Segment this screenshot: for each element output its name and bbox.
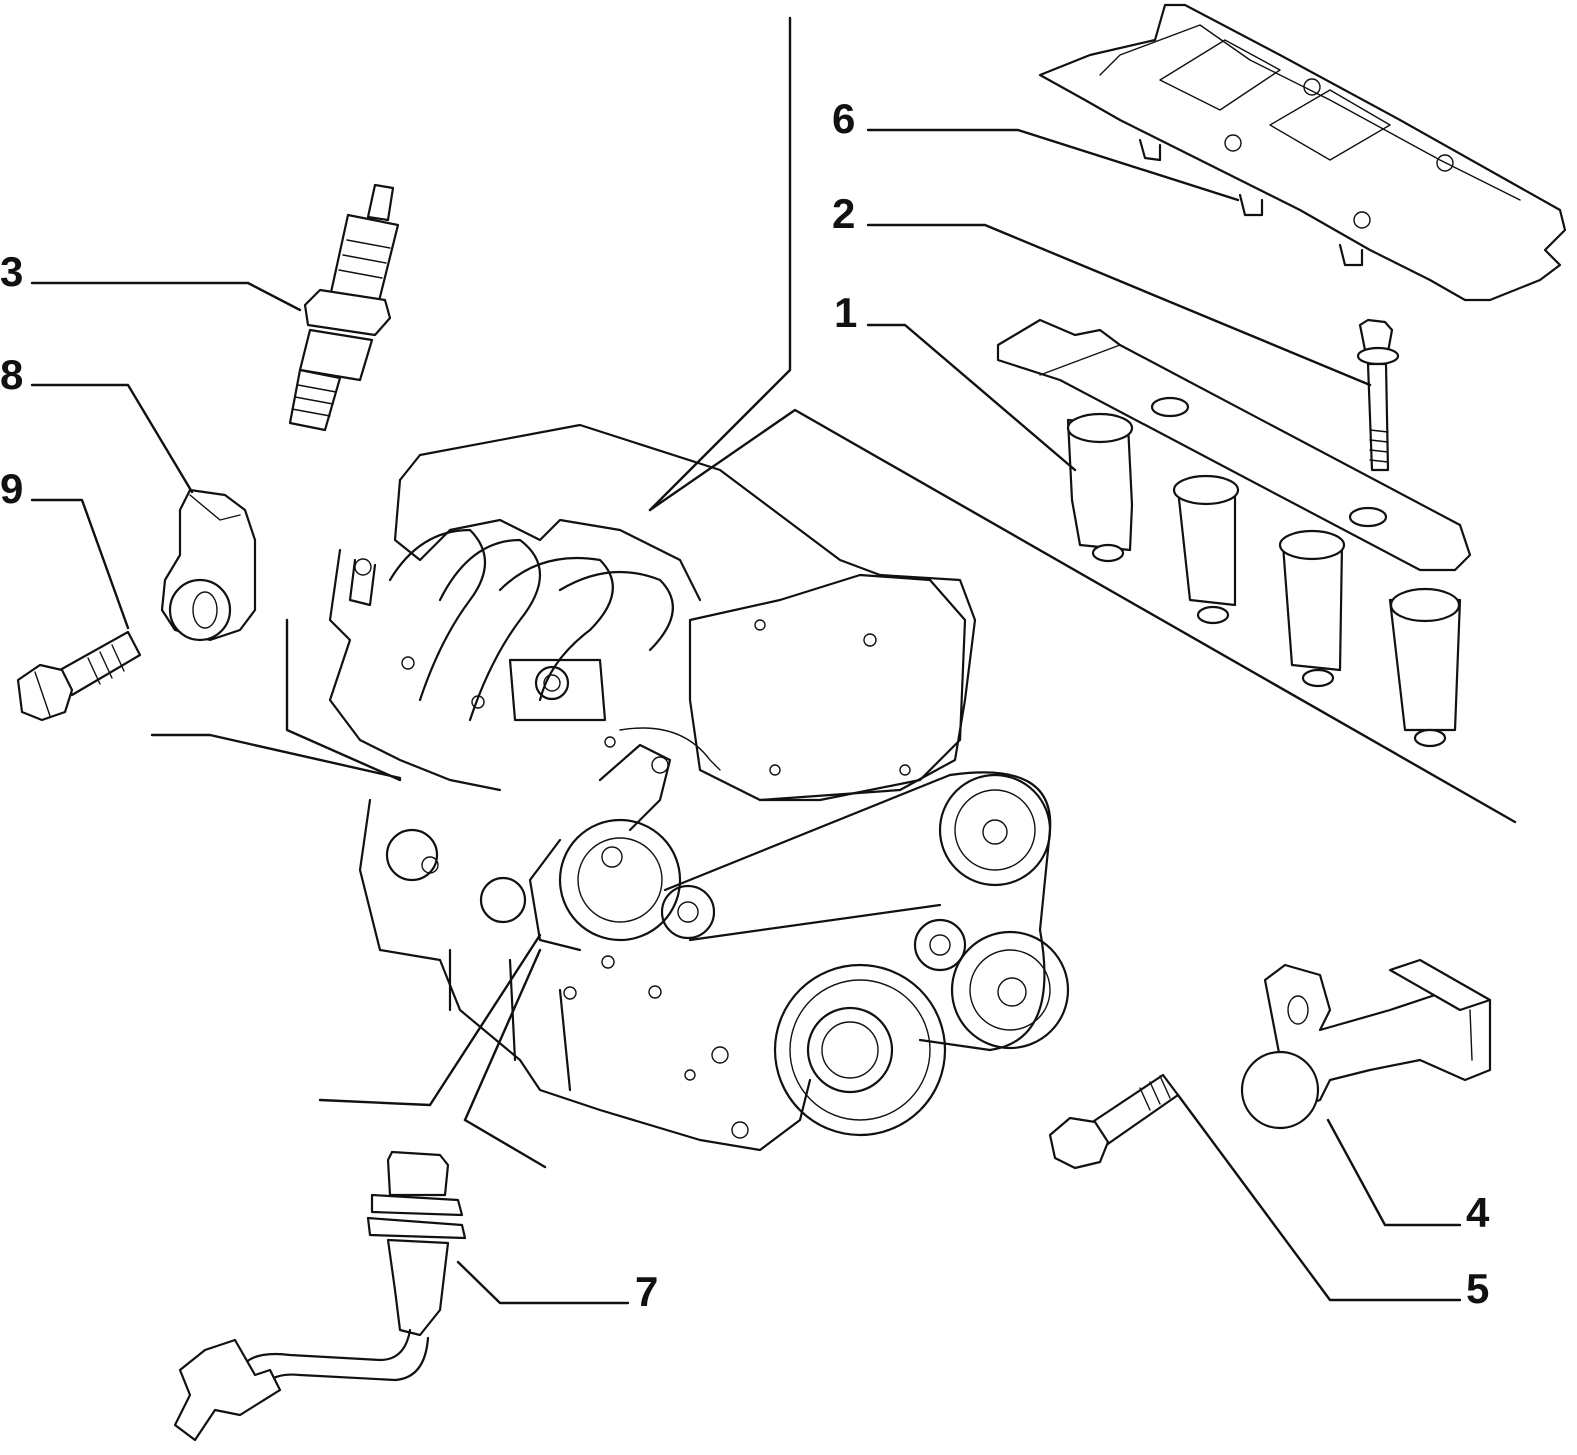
callout-3: 3: [0, 248, 23, 295]
callout-2: 2: [832, 190, 855, 237]
crankshaft-sensor-icon: [173, 1150, 467, 1442]
callout-leaders: [30, 128, 1462, 1305]
callout-labels: 6 2 1 3 8 9 4 5 7: [0, 95, 1490, 1315]
callout-7: 7: [635, 1268, 658, 1315]
callout-8: 8: [0, 351, 23, 398]
callout-6: 6: [832, 95, 855, 142]
callout-1: 1: [834, 289, 857, 336]
coil-cover-icon: [1038, 3, 1567, 302]
flange-bolt-icon: [1356, 318, 1400, 472]
callout-5: 5: [1466, 1265, 1489, 1312]
callout-9: 9: [0, 465, 23, 512]
spark-plug-icon: [288, 183, 400, 432]
knock-sensor-icon: [160, 488, 257, 642]
frame-lines: [150, 16, 1517, 1169]
ignition-coil-pack-icon: [996, 318, 1472, 748]
hex-bolt-icon-left: [16, 630, 142, 722]
hex-bolt-icon-right: [1048, 1073, 1180, 1170]
camshaft-sensor-icon: [1240, 958, 1492, 1130]
engine-assembly-icon: [328, 423, 1070, 1152]
callout-4: 4: [1466, 1189, 1490, 1236]
